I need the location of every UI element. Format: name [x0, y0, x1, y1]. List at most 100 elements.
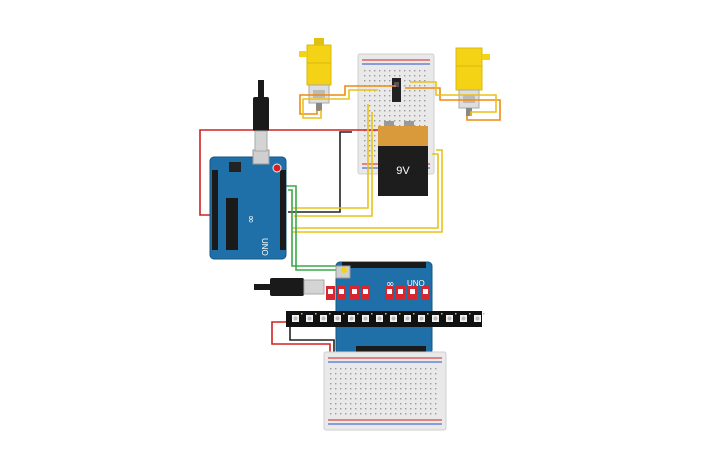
breadboard-hole — [395, 403, 397, 405]
breadboard-hole — [350, 408, 352, 410]
dip-switch-knob — [328, 289, 333, 294]
dc-motor-right[interactable] — [455, 47, 490, 116]
breadboard-hole — [419, 90, 421, 92]
breadboard-hole — [369, 70, 371, 72]
breadboard-hole — [399, 70, 401, 72]
usb-plug-icon[interactable] — [253, 80, 269, 152]
breadboard-hole — [385, 403, 387, 405]
breadboard-hole — [424, 80, 426, 82]
breadboard-hole — [369, 105, 371, 107]
breadboard-hole — [410, 413, 412, 415]
breadboard-hole — [400, 378, 402, 380]
breadboard-hole — [365, 388, 367, 390]
breadboard-hole — [385, 388, 387, 390]
led-pixel-core — [377, 316, 382, 321]
breadboard-hole — [409, 120, 411, 122]
led-pixel-core — [363, 316, 368, 321]
breadboard-hole — [404, 90, 406, 92]
breadboard-hole — [409, 95, 411, 97]
breadboard-hole — [430, 378, 432, 380]
breadboard-hole — [395, 368, 397, 370]
breadboard-hole — [430, 383, 432, 385]
breadboard-hole — [414, 85, 416, 87]
breadboard-hole — [360, 393, 362, 395]
battery-icon[interactable]: 9V — [378, 121, 428, 196]
breadboard-hole — [390, 388, 392, 390]
arduino-left-brand: UNO — [260, 238, 269, 256]
breadboard-hole — [414, 75, 416, 77]
breadboard-hole — [340, 368, 342, 370]
breadboard-hole — [380, 373, 382, 375]
breadboard-hole — [430, 388, 432, 390]
breadboard-hole — [364, 125, 366, 127]
dip-switch-icon[interactable] — [326, 286, 430, 300]
led-pixel-core — [335, 316, 340, 321]
breadboard-hole — [355, 403, 357, 405]
breadboard-hole — [365, 393, 367, 395]
breadboard-hole — [379, 95, 381, 97]
motor-driver-ic-icon[interactable] — [392, 78, 401, 102]
breadboard-hole — [374, 100, 376, 102]
breadboard-hole — [370, 388, 372, 390]
breadboard-hole — [330, 398, 332, 400]
breadboard-hole — [380, 388, 382, 390]
breadboard-hole — [379, 90, 381, 92]
breadboard-hole — [395, 408, 397, 410]
breadboard-hole — [390, 373, 392, 375]
strip-pad — [399, 313, 401, 315]
breadboard-hole — [369, 150, 371, 152]
breadboard-hole — [415, 373, 417, 375]
breadboard-hole — [410, 393, 412, 395]
breadboard-hole — [385, 368, 387, 370]
breadboard-hole — [409, 115, 411, 117]
breadboard-hole — [424, 90, 426, 92]
breadboard-hole — [395, 373, 397, 375]
breadboard-hole — [340, 373, 342, 375]
breadboard-hole — [364, 145, 366, 147]
breadboard-hole — [430, 403, 432, 405]
breadboard-hole — [420, 368, 422, 370]
breadboard-hole — [370, 373, 372, 375]
bottom-breadboard[interactable] — [323, 351, 447, 431]
breadboard-hole — [409, 90, 411, 92]
breadboard-hole — [385, 383, 387, 385]
breadboard-hole — [330, 403, 332, 405]
breadboard-hole — [414, 105, 416, 107]
breadboard-hole — [370, 378, 372, 380]
breadboard-hole — [410, 408, 412, 410]
breadboard-hole — [404, 115, 406, 117]
arduino-uno-left[interactable]: UNO ∞ — [209, 149, 287, 260]
breadboard-hole — [405, 398, 407, 400]
led-pixel-core — [461, 316, 466, 321]
breadboard-hole — [335, 408, 337, 410]
breadboard-hole — [415, 368, 417, 370]
breadboard-hole — [409, 85, 411, 87]
breadboard-hole — [360, 388, 362, 390]
breadboard-hole — [384, 80, 386, 82]
breadboard-hole — [435, 403, 437, 405]
breadboard-hole — [355, 383, 357, 385]
breadboard-hole — [424, 125, 426, 127]
breadboard-hole — [410, 373, 412, 375]
breadboard-hole — [330, 373, 332, 375]
breadboard-hole — [405, 408, 407, 410]
breadboard-hole — [384, 115, 386, 117]
breadboard-hole — [375, 383, 377, 385]
dip-switch-knob — [423, 289, 428, 294]
breadboard-hole — [364, 135, 366, 137]
breadboard-hole — [385, 413, 387, 415]
breadboard-hole — [430, 413, 432, 415]
led-strip-icon[interactable] — [286, 311, 485, 327]
breadboard-hole — [385, 373, 387, 375]
breadboard-hole — [394, 120, 396, 122]
breadboard-hole — [415, 378, 417, 380]
breadboard-hole — [335, 413, 337, 415]
usb-plug-icon-2[interactable] — [254, 278, 325, 296]
breadboard-hole — [390, 383, 392, 385]
arduino-uno-right[interactable]: UNO ∞ — [335, 261, 433, 355]
breadboard-hole — [400, 403, 402, 405]
breadboard-hole — [399, 105, 401, 107]
breadboard-hole — [385, 398, 387, 400]
breadboard-hole — [415, 413, 417, 415]
